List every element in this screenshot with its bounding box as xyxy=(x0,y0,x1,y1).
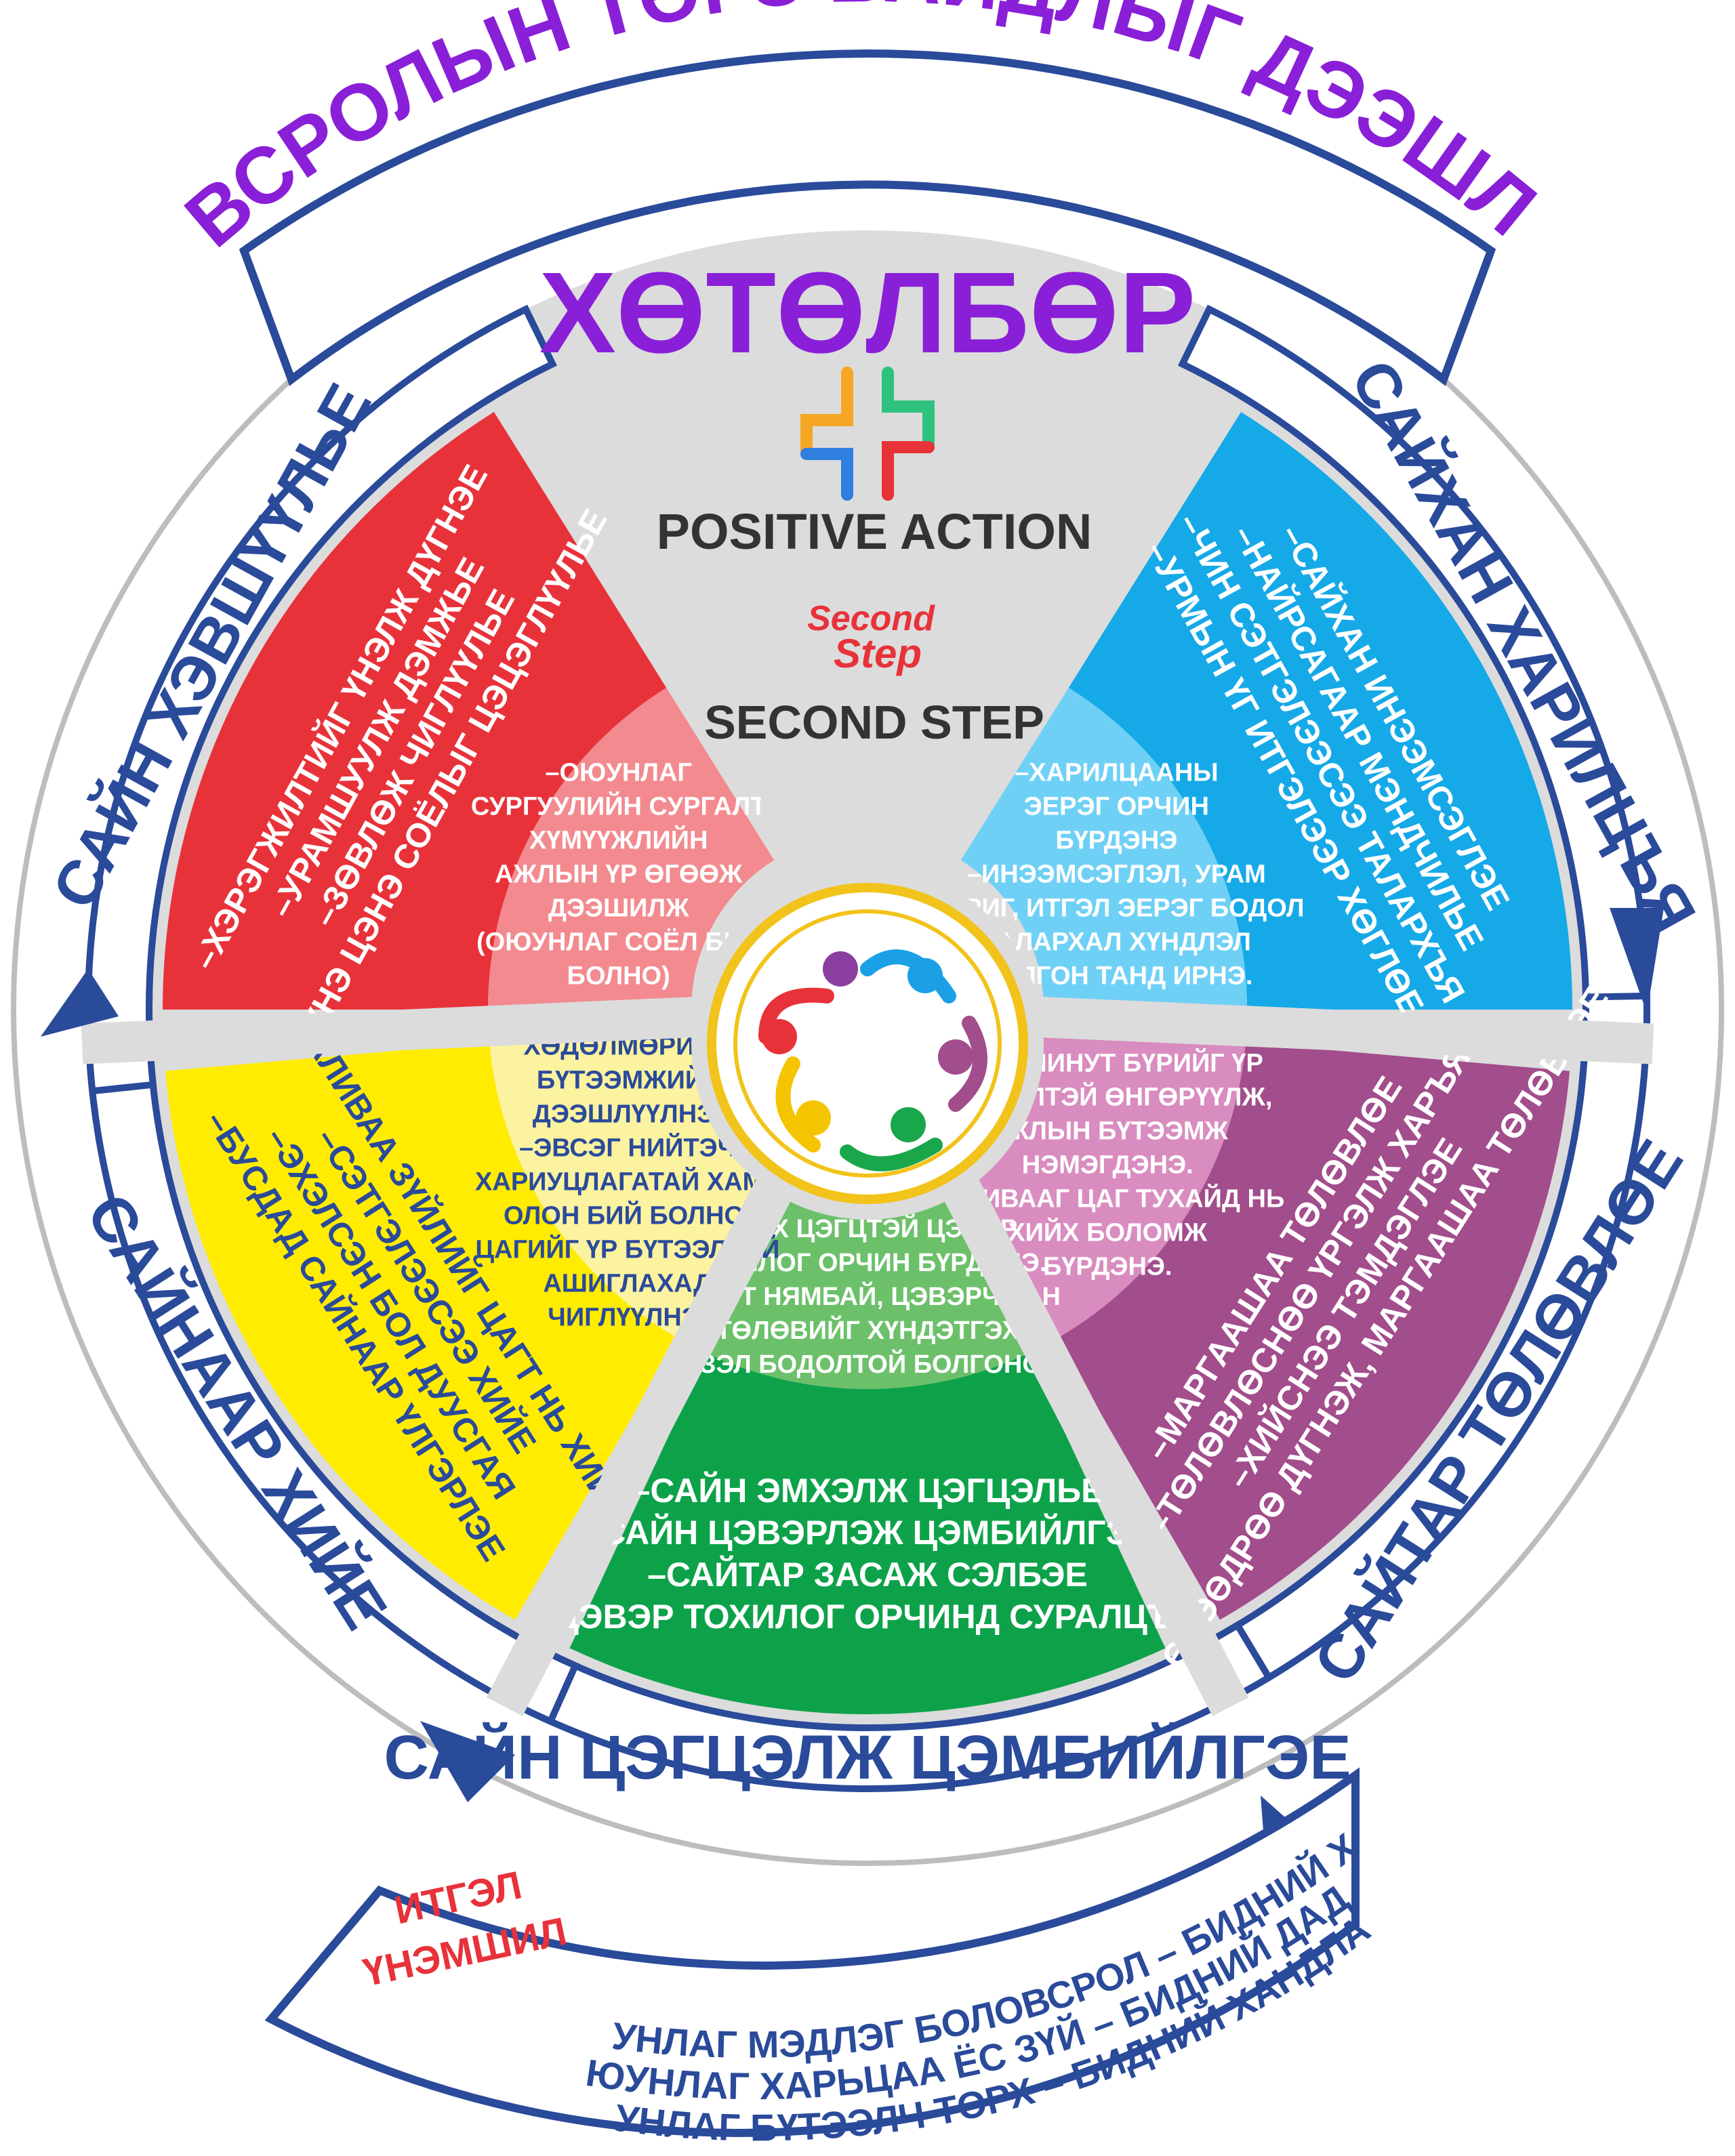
sector-inner-text-green: ҮЗЭЛ БОДОЛТОЙ БОЛГОНО. xyxy=(686,1348,1050,1379)
second-step-label: SECOND STEP xyxy=(704,696,1044,749)
arrow-bottom-left xyxy=(420,1721,515,1802)
sector-blue: –САЙХАН ИНЭЭМСЭГЛЭЕ–НАЙРСАГААР МЭНДЧИЛЬЕ… xyxy=(928,412,1572,1022)
divider-spoke xyxy=(927,1150,1249,1716)
sector-inner-text-red: СУРГУУЛИЙН СУРГАЛТ xyxy=(471,790,766,821)
sector-inner-text-red: АЖЛЫН ҮР ӨГӨӨЖ xyxy=(495,860,743,888)
sector-inner-text-red: ДЭЭШИЛЖ xyxy=(548,894,689,922)
program-title: ХӨТӨЛБӨР xyxy=(539,249,1196,377)
title-banner xyxy=(239,49,1496,386)
sector-red: –ХЭРЭГЖИЛТИЙГ ҮНЭЛЖ ДҮГНЭЕ–УРАМШУУЛЖ ДЭМ… xyxy=(163,412,775,1054)
five-people-circle-icon xyxy=(758,949,987,1172)
sector-inner-blue xyxy=(960,688,1247,1010)
sector-inner-text-purple: АЖЛЫН БҮТЭЭМЖ xyxy=(987,1117,1229,1146)
sector-inner-text-blue: ЭЕРЭГ ОРЧИН xyxy=(1024,792,1209,821)
sector-inner-text-red: ХҮМҮҮЖЛИЙН xyxy=(529,824,708,854)
svg-text:Second: Second xyxy=(807,599,935,638)
second-step-badge-icon: Second Step xyxy=(807,599,935,676)
divider-spoke xyxy=(81,996,699,1064)
sector-inner-text-purple: НЭМЭГДЭНЭ. xyxy=(1022,1151,1193,1180)
sector-inner-text-yellow: ДЭЭШЛҮҮЛНЭ. xyxy=(533,1100,722,1129)
positive-action-knot-icon xyxy=(800,367,935,501)
divider-spoke xyxy=(486,1150,808,1716)
sector-inner-text-blue: –ХАРИЛЦААНЫ xyxy=(1015,758,1219,787)
arrow-left-top xyxy=(41,969,119,1037)
sector-inner-text-red: –ОЮУНЛАГ xyxy=(545,758,692,787)
sector-green: –САЙН ЭМХЭЛЖ ЦЭГЦЭЛЬЕ–САЙН ЦЭВЭРЛЭЖ ЦЭМБ… xyxy=(535,1169,1200,1714)
sector-inner-text-red: (ОЮУНЛАГ СОЁЛ БИЙ xyxy=(476,926,760,956)
sector-inner-text-purple: ХИЙХ БОЛОМЖ xyxy=(1008,1217,1208,1247)
svg-text:Step: Step xyxy=(834,631,922,676)
sector-inner-text-yellow: БҮТЭЭМЖИЙГ xyxy=(537,1064,718,1095)
sector-inner-text-green: ТӨЛӨВИЙГ ХҮНДЭТГЭХ xyxy=(716,1314,1019,1345)
sector-inner-green xyxy=(707,1169,1028,1389)
sector-inner-text-yellow: ХАРИУЦЛАГАТАЙ ХАМТ xyxy=(475,1166,779,1197)
sector-inner-text-purple: БҮРДЭНЭ. xyxy=(1043,1253,1172,1281)
divider-spoke xyxy=(1036,996,1654,1064)
sector-outer-text-green: –САЙН ЦЭВЭРЛЭЖ ЦЭМБИЙЛГЭЕ xyxy=(582,1513,1152,1552)
sector-inner-text-yellow: АШИГЛАХАД xyxy=(543,1270,712,1298)
arrow-right-top xyxy=(1610,908,1664,1013)
sector-inner-text-red: БОЛНО) xyxy=(567,961,670,990)
sector-outer-text-green: –САЙН ЭМХЭЛЖ ЦЭГЦЭЛЬЕ xyxy=(632,1471,1104,1510)
logo-wedge xyxy=(556,320,1179,1010)
footer-banner xyxy=(264,1767,1360,2137)
sector-outer-red xyxy=(163,412,667,1010)
sector-inner-text-blue: БҮРДЭНЭ xyxy=(1055,826,1177,854)
sector-inner-text-blue: ТАЛАРХАЛ ХҮНДЛЭЛ xyxy=(982,928,1251,956)
sector-outer-blue xyxy=(1068,412,1572,1010)
sector-inner-text-blue: –ИНЭЭМСЭГЛЭЛ, УРАМ xyxy=(967,860,1266,888)
sector-heading-green: САЙН ЦЭГЦЭЛЖ ЦЭМБИЙЛГЭЕ xyxy=(384,1722,1351,1792)
heading-band-red xyxy=(85,304,558,1095)
positive-action-label: POSITIVE ACTION xyxy=(657,503,1093,560)
sector-outer-green xyxy=(569,1353,1166,1714)
sector-outer-yellow xyxy=(165,1042,678,1620)
sector-inner-text-blue: ЗОРИГ, ИТГЭЛ ЭЕРЭГ БОДОЛ xyxy=(928,894,1304,922)
sector-inner-text-yellow: –ЭВСЭГ НИЙТЭЧ xyxy=(519,1132,735,1163)
sector-inner-text-yellow: ОЛОН БИЙ БОЛНО. xyxy=(504,1200,751,1230)
sector-outer-text-green: –ЦЭВЭР ТОХИЛОГ ОРЧИНД СУРАЛЦЪЯ xyxy=(535,1598,1200,1636)
sector-inner-red xyxy=(488,688,775,1010)
sector-outer-purple xyxy=(1057,1042,1570,1620)
sector-outer-text-green: –САЙТАР ЗАСАЖ СЭЛБЭЕ xyxy=(647,1555,1088,1594)
